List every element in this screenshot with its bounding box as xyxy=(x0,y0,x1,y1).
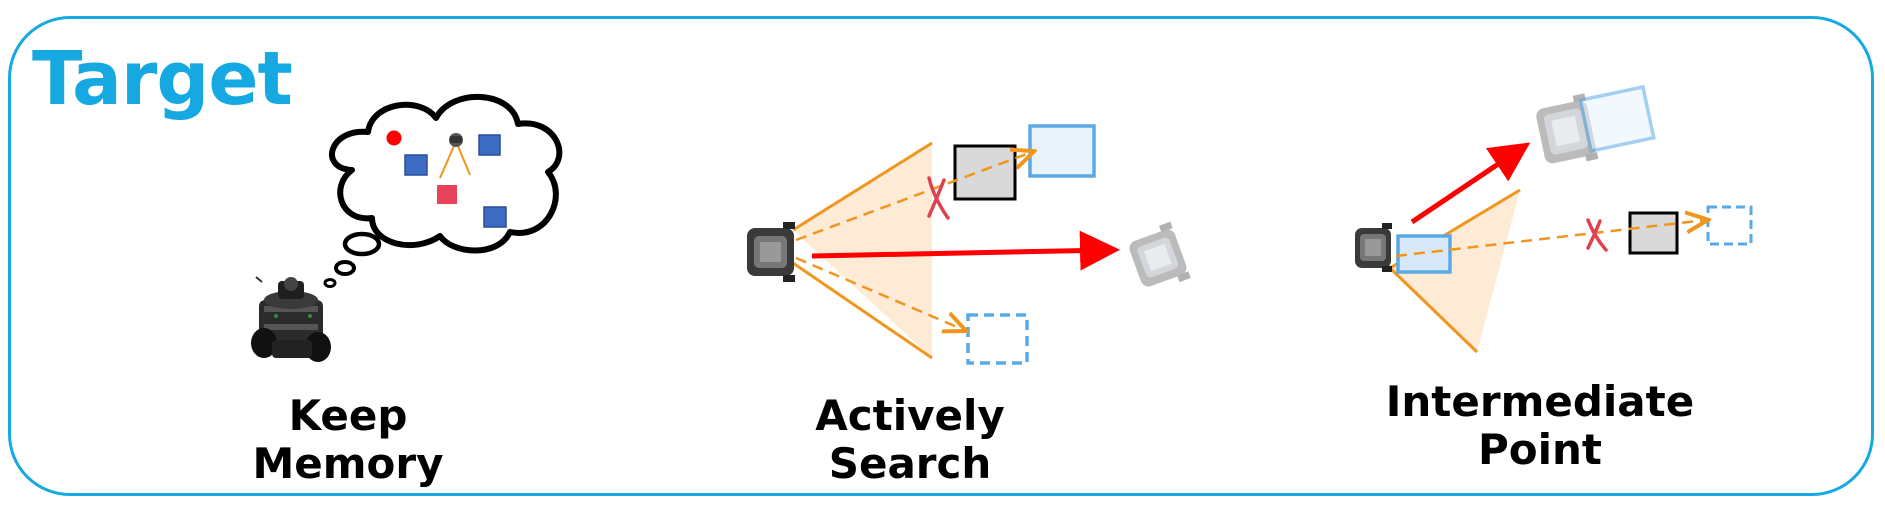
panel-actively-search xyxy=(747,124,1191,365)
caption-line: Actively xyxy=(815,391,1005,440)
robot-icon xyxy=(1129,221,1191,287)
panel-intermediate-point xyxy=(1355,84,1753,354)
caption-actively-search: Actively Search xyxy=(760,392,1060,488)
target-box xyxy=(1578,84,1656,154)
field-of-view xyxy=(1390,190,1520,352)
candidate-box xyxy=(966,313,1029,365)
path-arrow xyxy=(1410,142,1531,225)
caption-keep-memory: Keep Memory xyxy=(198,392,498,488)
blocked-x-icon xyxy=(1586,218,1608,252)
blocked-x-icon xyxy=(927,176,950,220)
blocked-ray xyxy=(1395,220,1706,258)
page-title: Target xyxy=(32,36,293,122)
panel-keep-memory xyxy=(251,94,563,362)
memory-map xyxy=(386,130,507,228)
path-arrow xyxy=(811,230,1120,271)
caption-intermediate-point: Intermediate Point xyxy=(1350,378,1730,474)
robot-icon xyxy=(747,222,795,282)
memory-object xyxy=(404,154,428,176)
memory-object xyxy=(478,134,501,156)
blocked-ray xyxy=(795,152,1032,242)
robot-icon xyxy=(1355,223,1392,272)
target-frame xyxy=(8,16,1874,496)
search-ray xyxy=(795,256,964,330)
target-box xyxy=(1028,124,1096,178)
caption-line: Search xyxy=(828,439,992,488)
obstacle-box xyxy=(953,144,1017,201)
memory-object xyxy=(483,206,507,228)
memory-point xyxy=(386,130,402,146)
robot-icon xyxy=(251,276,331,362)
robot-icon xyxy=(449,133,463,147)
field-of-view xyxy=(793,143,932,358)
candidate-box xyxy=(1706,205,1753,246)
caption-line: Intermediate xyxy=(1385,377,1695,426)
caption-line: Memory xyxy=(252,439,444,488)
caption-line: Point xyxy=(1477,425,1602,474)
obstacle-box xyxy=(1628,211,1679,255)
memory-target xyxy=(437,185,457,204)
caption-line: Keep xyxy=(288,391,408,440)
robot-icon xyxy=(1536,93,1599,164)
